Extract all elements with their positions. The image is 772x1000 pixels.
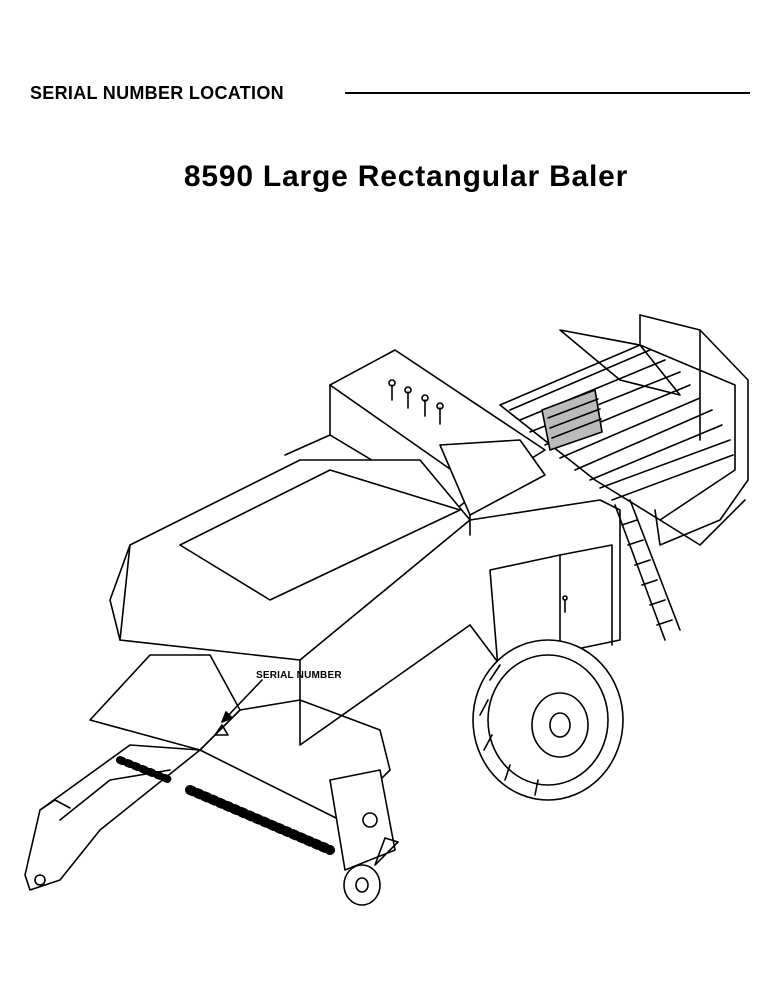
main-body	[110, 435, 620, 745]
gauge-wheel	[330, 770, 398, 905]
baler-illustration	[0, 290, 772, 930]
page-title: 8590 Large Rectangular Baler	[183, 160, 629, 193]
vent-grille	[542, 390, 602, 450]
header-rule	[345, 92, 750, 94]
section-header: SERIAL NUMBER LOCATION	[30, 80, 750, 106]
pickup-auger	[120, 760, 330, 850]
serial-number-callout: SERIAL NUMBER	[256, 670, 342, 681]
top-housing	[330, 350, 545, 535]
bale-chamber	[500, 315, 748, 545]
serial-callout-arrow	[215, 680, 262, 735]
pickup-tongue	[25, 655, 390, 890]
side-ladder	[615, 500, 680, 640]
wheel	[473, 640, 623, 800]
section-label: SERIAL NUMBER LOCATION	[30, 83, 284, 103]
